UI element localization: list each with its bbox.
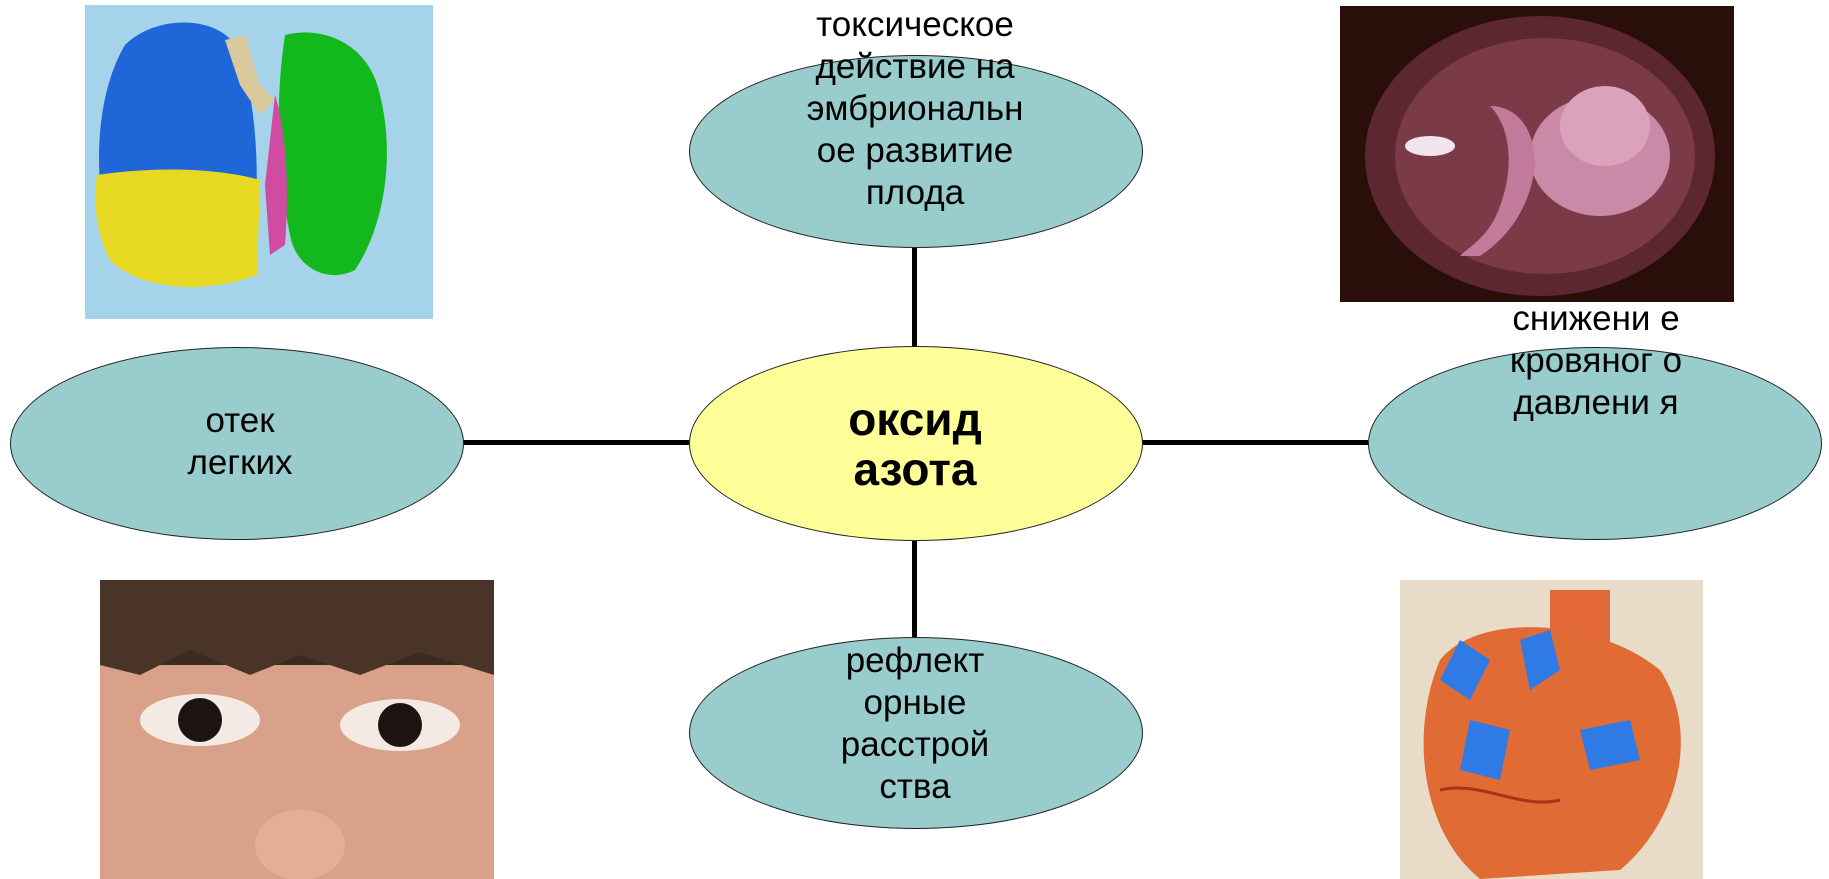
ellipse-right <box>1368 347 1822 540</box>
node-label-bottom: рефлект орные расстрой ства <box>840 641 990 806</box>
connector-right <box>1142 440 1368 445</box>
heart-image <box>1400 580 1703 879</box>
connector-bottom <box>912 541 917 637</box>
node-label-left: отек легких <box>187 401 293 482</box>
ellipse-bottom <box>689 637 1143 829</box>
node-label-right: снижени е кровяног о давлени я <box>1509 299 1683 422</box>
node-label-top: токсическое действие на эмбриональн ое р… <box>806 5 1024 212</box>
center-label: оксид азота <box>848 393 982 495</box>
connector-left <box>463 440 689 445</box>
embryo-image <box>1340 6 1734 302</box>
ellipse-top <box>689 55 1143 248</box>
child-eyes-image <box>100 580 494 879</box>
ellipse-center <box>689 346 1143 541</box>
connector-top <box>912 246 917 347</box>
ellipse-left <box>10 347 464 540</box>
lungs-image <box>85 5 433 319</box>
